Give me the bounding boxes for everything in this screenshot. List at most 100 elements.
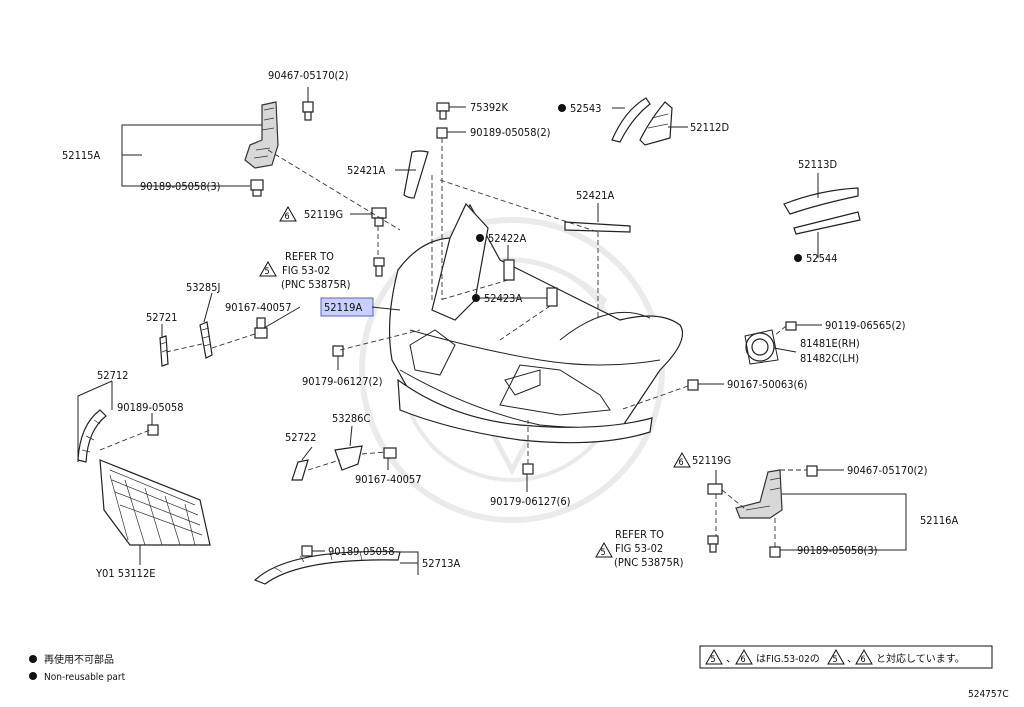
bracket-52116A[interactable]: [735, 469, 783, 519]
molding-52713A[interactable]: [253, 550, 401, 585]
nut-90167-left[interactable]: [254, 317, 268, 339]
legend-nonreusable-en: Non-reusable part: [44, 672, 126, 683]
screw-right-refer[interactable]: [707, 535, 719, 553]
label-52112D: 52112D: [690, 121, 729, 134]
part-52722[interactable]: [291, 459, 309, 481]
nut-90189-strip[interactable]: [301, 545, 313, 557]
label-90189-05058-grille: 90189-05058: [117, 401, 184, 414]
label-90189-3-right: 90189-05058(3): [797, 544, 878, 557]
bracket-52115A[interactable]: [244, 101, 279, 169]
screw-left-refer[interactable]: [373, 257, 385, 277]
label-52422A: 52422A: [488, 232, 526, 245]
label-90189-3-left: 90189-05058(3): [140, 180, 221, 193]
label-refer2-b: FIG 53-02: [615, 542, 663, 555]
leader-lines: [77, 87, 907, 575]
molding-52544[interactable]: [793, 211, 861, 235]
nonreusable-dot-icon-2: [29, 672, 37, 680]
label-52423A: 52423A: [484, 292, 522, 305]
svg-text:6: 6: [679, 458, 684, 468]
label-52113D: 52113D: [798, 158, 837, 171]
nut-90189-grille[interactable]: [147, 424, 159, 436]
label-81482C: 81482C(LH): [800, 352, 859, 365]
pad-52423A[interactable]: [546, 287, 558, 307]
label-90167-50063: 90167-50063(6): [727, 378, 808, 391]
label-refer1-a: REFER TO: [285, 250, 334, 263]
svg-text:6: 6: [861, 655, 866, 665]
molding-52421A-right[interactable]: [564, 221, 631, 233]
dashed-guides: [99, 138, 807, 547]
clip-90467-top[interactable]: [302, 101, 314, 121]
molding-52421A-left[interactable]: [403, 150, 429, 199]
note-text-tail: と対応しています。: [876, 652, 965, 665]
svg-text:5: 5: [833, 655, 838, 665]
label-refer1-c: (PNC 53875R): [281, 278, 351, 291]
clip-90467-right[interactable]: [806, 465, 818, 477]
label-81481E: 81481E(RH): [800, 337, 860, 350]
fog-lamp-81481E[interactable]: [744, 329, 779, 365]
nonreusable-markers: [472, 104, 802, 302]
radiator-grille-53112E[interactable]: [99, 459, 211, 546]
clip-90179-2[interactable]: [332, 345, 344, 357]
label-52421A-right: 52421A: [576, 189, 614, 202]
nut-90189-right[interactable]: [769, 546, 781, 558]
label-90119: 90119-06565(2): [825, 319, 906, 332]
nut-90167-50063[interactable]: [687, 379, 699, 391]
label-52119A: 52119A: [324, 301, 362, 314]
molding-52112D[interactable]: [639, 101, 673, 146]
nut-90167-low[interactable]: [383, 447, 397, 459]
warning-5-right-icon: 5: [595, 541, 613, 558]
label-90167-40057-left: 90167-40057: [225, 301, 292, 314]
label-52119G-left: 52119G: [304, 208, 343, 221]
label-52722: 52722: [285, 431, 316, 444]
label-52119G-right: 52119G: [692, 454, 731, 467]
label-52116A: 52116A: [920, 514, 958, 527]
label-52712: 52712: [97, 369, 128, 382]
nut-90119[interactable]: [785, 321, 797, 331]
pad-52422A[interactable]: [503, 259, 515, 281]
legend-nonreusable-jp: 再使用不可部品: [44, 653, 114, 666]
note-text: はFIG.53-02の: [756, 653, 820, 665]
clip-75392K[interactable]: [436, 102, 450, 120]
catalog-code: 524757C: [968, 689, 1009, 700]
nut-90189-left[interactable]: [250, 179, 264, 197]
label-75392K: 75392K: [470, 101, 508, 114]
svg-text:5: 5: [601, 548, 606, 558]
svg-text:、: 、: [847, 654, 857, 665]
label-90189-05058-strip: 90189-05058: [328, 545, 395, 558]
nut-90189-2[interactable]: [436, 127, 448, 139]
part-labels: 90467-05170(2) 52115A 90189-05058(3) 521…: [62, 69, 958, 580]
svg-text:5: 5: [265, 267, 270, 277]
label-90179-2: 90179-06127(2): [302, 375, 383, 388]
label-90189-05058-2: 90189-05058(2): [470, 126, 551, 139]
label-52543: 52543: [570, 102, 601, 115]
label-52421A-left: 52421A: [347, 164, 385, 177]
label-53285J: 53285J: [186, 281, 220, 294]
warning-6-left-icon: 6: [279, 205, 297, 222]
label-refer2-c: (PNC 53875R): [614, 556, 684, 569]
label-90179-6: 90179-06127(6): [490, 495, 571, 508]
label-52115A: 52115A: [62, 149, 100, 162]
part-52721[interactable]: [159, 335, 169, 367]
warning-6-right-icon: 6: [673, 451, 691, 468]
molding-52543[interactable]: [611, 97, 651, 143]
retainer-52119G-right[interactable]: [707, 483, 723, 495]
molding-52712[interactable]: [77, 409, 107, 463]
svg-text:5: 5: [711, 655, 716, 665]
label-52544: 52544: [806, 252, 837, 265]
molding-52113D[interactable]: [783, 187, 859, 215]
label-90467-right: 90467-05170(2): [847, 464, 928, 477]
legend: 再使用不可部品 Non-reusable part 5 、 6 はFIG.53-…: [29, 645, 1009, 700]
clip-90179-6[interactable]: [522, 463, 534, 475]
note-box: [699, 645, 993, 669]
label-52721: 52721: [146, 311, 177, 324]
bracket-53286C[interactable]: [334, 445, 363, 471]
front-bumper-cover[interactable]: [388, 202, 684, 444]
warning-triangles: 6 5 6 5: [259, 205, 691, 558]
nonreusable-dot-icon: [29, 655, 37, 663]
bracket-53285J[interactable]: [199, 321, 213, 359]
label-refer1-b: FIG 53-02: [282, 264, 330, 277]
warning-5-left-icon: 5: [259, 260, 277, 277]
label-52713A: 52713A: [422, 557, 460, 570]
svg-text:6: 6: [741, 655, 746, 665]
